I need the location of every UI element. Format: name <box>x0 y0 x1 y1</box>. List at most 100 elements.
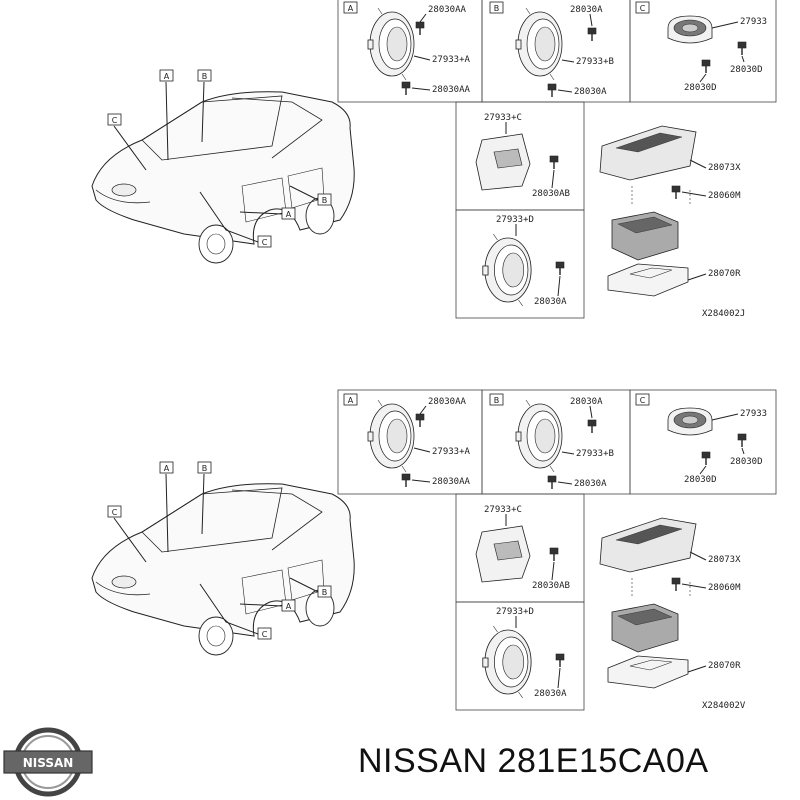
cell-e <box>455 209 585 319</box>
car-callout-c-left-letter: C <box>112 508 118 517</box>
cell-c <box>629 389 777 495</box>
cell-b-box <box>489 393 504 406</box>
label-b-speaker: 27933+B <box>576 449 614 459</box>
label-a-screw-bottom: 28030AA <box>432 85 471 95</box>
label-amp-screw: 28060M <box>708 191 741 201</box>
label-b-screw-top: 28030A <box>570 397 603 407</box>
screw-c2 <box>701 451 711 466</box>
door-speaker-a <box>367 399 415 473</box>
label-e-speaker: 27933+D <box>496 607 534 617</box>
car-callout-c-bottom-letter: C <box>262 630 268 639</box>
car-callout-c-left-box <box>107 505 122 518</box>
label-b-speaker: 27933+B <box>576 57 614 67</box>
label-e-speaker: 27933+D <box>496 215 534 225</box>
cell-c-box <box>635 393 650 406</box>
label-a-screw-top: 28030AA <box>428 5 467 15</box>
screw-a2 <box>401 81 411 96</box>
label-b-screw-bottom: 28030A <box>574 87 607 97</box>
screw-b1 <box>587 419 597 434</box>
amp-screw <box>671 185 681 200</box>
label-a-screw-top: 28030AA <box>428 397 467 407</box>
screw-b2 <box>547 475 557 490</box>
door-speaker-e <box>482 625 532 699</box>
car-callout-b-top-letter: B <box>202 464 208 473</box>
screw-c1 <box>737 41 747 56</box>
amp-cover <box>599 125 697 181</box>
label-a-screw-bottom: 28030AA <box>432 477 471 487</box>
part-number-title: NISSAN 281E15CA0A <box>358 742 709 780</box>
car-callout-b-side-letter: B <box>322 588 328 597</box>
screw-e1 <box>555 653 565 668</box>
cell-b-letter: B <box>494 4 500 13</box>
vehicle-illustration <box>91 91 355 264</box>
label-a-speaker: 27933+A <box>432 447 471 457</box>
mid-speaker-d <box>475 133 531 191</box>
cell-e <box>455 601 585 711</box>
car-callout-b-top-letter: B <box>202 72 208 81</box>
amp-cover <box>599 517 697 573</box>
label-c-screw-left: 28030D <box>684 83 717 93</box>
label-amp-cover: 28073X <box>708 163 741 173</box>
cell-c-box <box>635 1 650 14</box>
car-callout-a-top-box <box>159 69 174 82</box>
label-c-tweeter: 27933 <box>740 17 767 27</box>
screw-e1 <box>555 261 565 276</box>
car-callout-a-top-box <box>159 461 174 474</box>
car-callout-a-top-letter: A <box>164 464 170 473</box>
vehicle-illustration <box>91 483 355 656</box>
cell-a-letter: A <box>348 4 354 13</box>
car-callout-a-top-letter: A <box>164 72 170 81</box>
logo-text: NISSAN <box>23 756 74 770</box>
cell-c <box>629 0 777 103</box>
label-c-screw-left: 28030D <box>684 475 717 485</box>
amp-unit <box>611 603 679 653</box>
screw-b2 <box>547 83 557 98</box>
label-c-screw-right: 28030D <box>730 65 763 75</box>
label-b-screw-top: 28030A <box>570 5 603 15</box>
cell-b-box <box>489 1 504 14</box>
cell-a-box <box>343 1 358 14</box>
tweeter-c <box>667 407 713 436</box>
nissan-logo: NISSAN <box>3 727 93 797</box>
screw-d1 <box>549 155 559 170</box>
door-speaker-b <box>515 399 563 473</box>
door-speaker-b <box>515 7 563 81</box>
screw-d1 <box>549 547 559 562</box>
car-callout-a-side-letter: A <box>286 210 292 219</box>
label-d-speaker: 27933+C <box>484 505 522 515</box>
screw-a1 <box>415 21 425 36</box>
door-speaker-e <box>482 233 532 307</box>
mid-speaker-d <box>475 525 531 583</box>
screw-c1 <box>737 433 747 448</box>
amp-unit <box>611 211 679 261</box>
label-a-speaker: 27933+A <box>432 55 471 65</box>
car-callout-b-side-letter: B <box>322 196 328 205</box>
amp-bracket <box>607 655 689 689</box>
cell-c-letter: C <box>640 396 646 405</box>
label-amp-bracket: 28070R <box>708 661 741 671</box>
screw-c2 <box>701 59 711 74</box>
cell-a-box <box>343 393 358 406</box>
screw-a1 <box>415 413 425 428</box>
cell-c-letter: C <box>640 4 646 13</box>
tweeter-c <box>667 15 713 44</box>
car-callout-b-top-box <box>197 461 212 474</box>
car-callout-c-left-letter: C <box>112 116 118 125</box>
screw-b1 <box>587 27 597 42</box>
door-speaker-a <box>367 7 415 81</box>
label-e-screw: 28030A <box>534 689 567 699</box>
label-c-screw-right: 28030D <box>730 457 763 467</box>
label-e-screw: 28030A <box>534 297 567 307</box>
label-b-screw-bottom: 28030A <box>574 479 607 489</box>
amp-screw <box>671 577 681 592</box>
car-callout-c-bottom-letter: C <box>262 238 268 247</box>
cell-b-letter: B <box>494 396 500 405</box>
illustration-ref: X284002V <box>702 701 746 711</box>
cell-a-letter: A <box>348 396 354 405</box>
amp-bracket <box>607 263 689 297</box>
illustration-ref: X284002J <box>702 309 745 319</box>
label-d-screw: 28030AB <box>532 189 570 199</box>
car-callout-b-top-box <box>197 69 212 82</box>
